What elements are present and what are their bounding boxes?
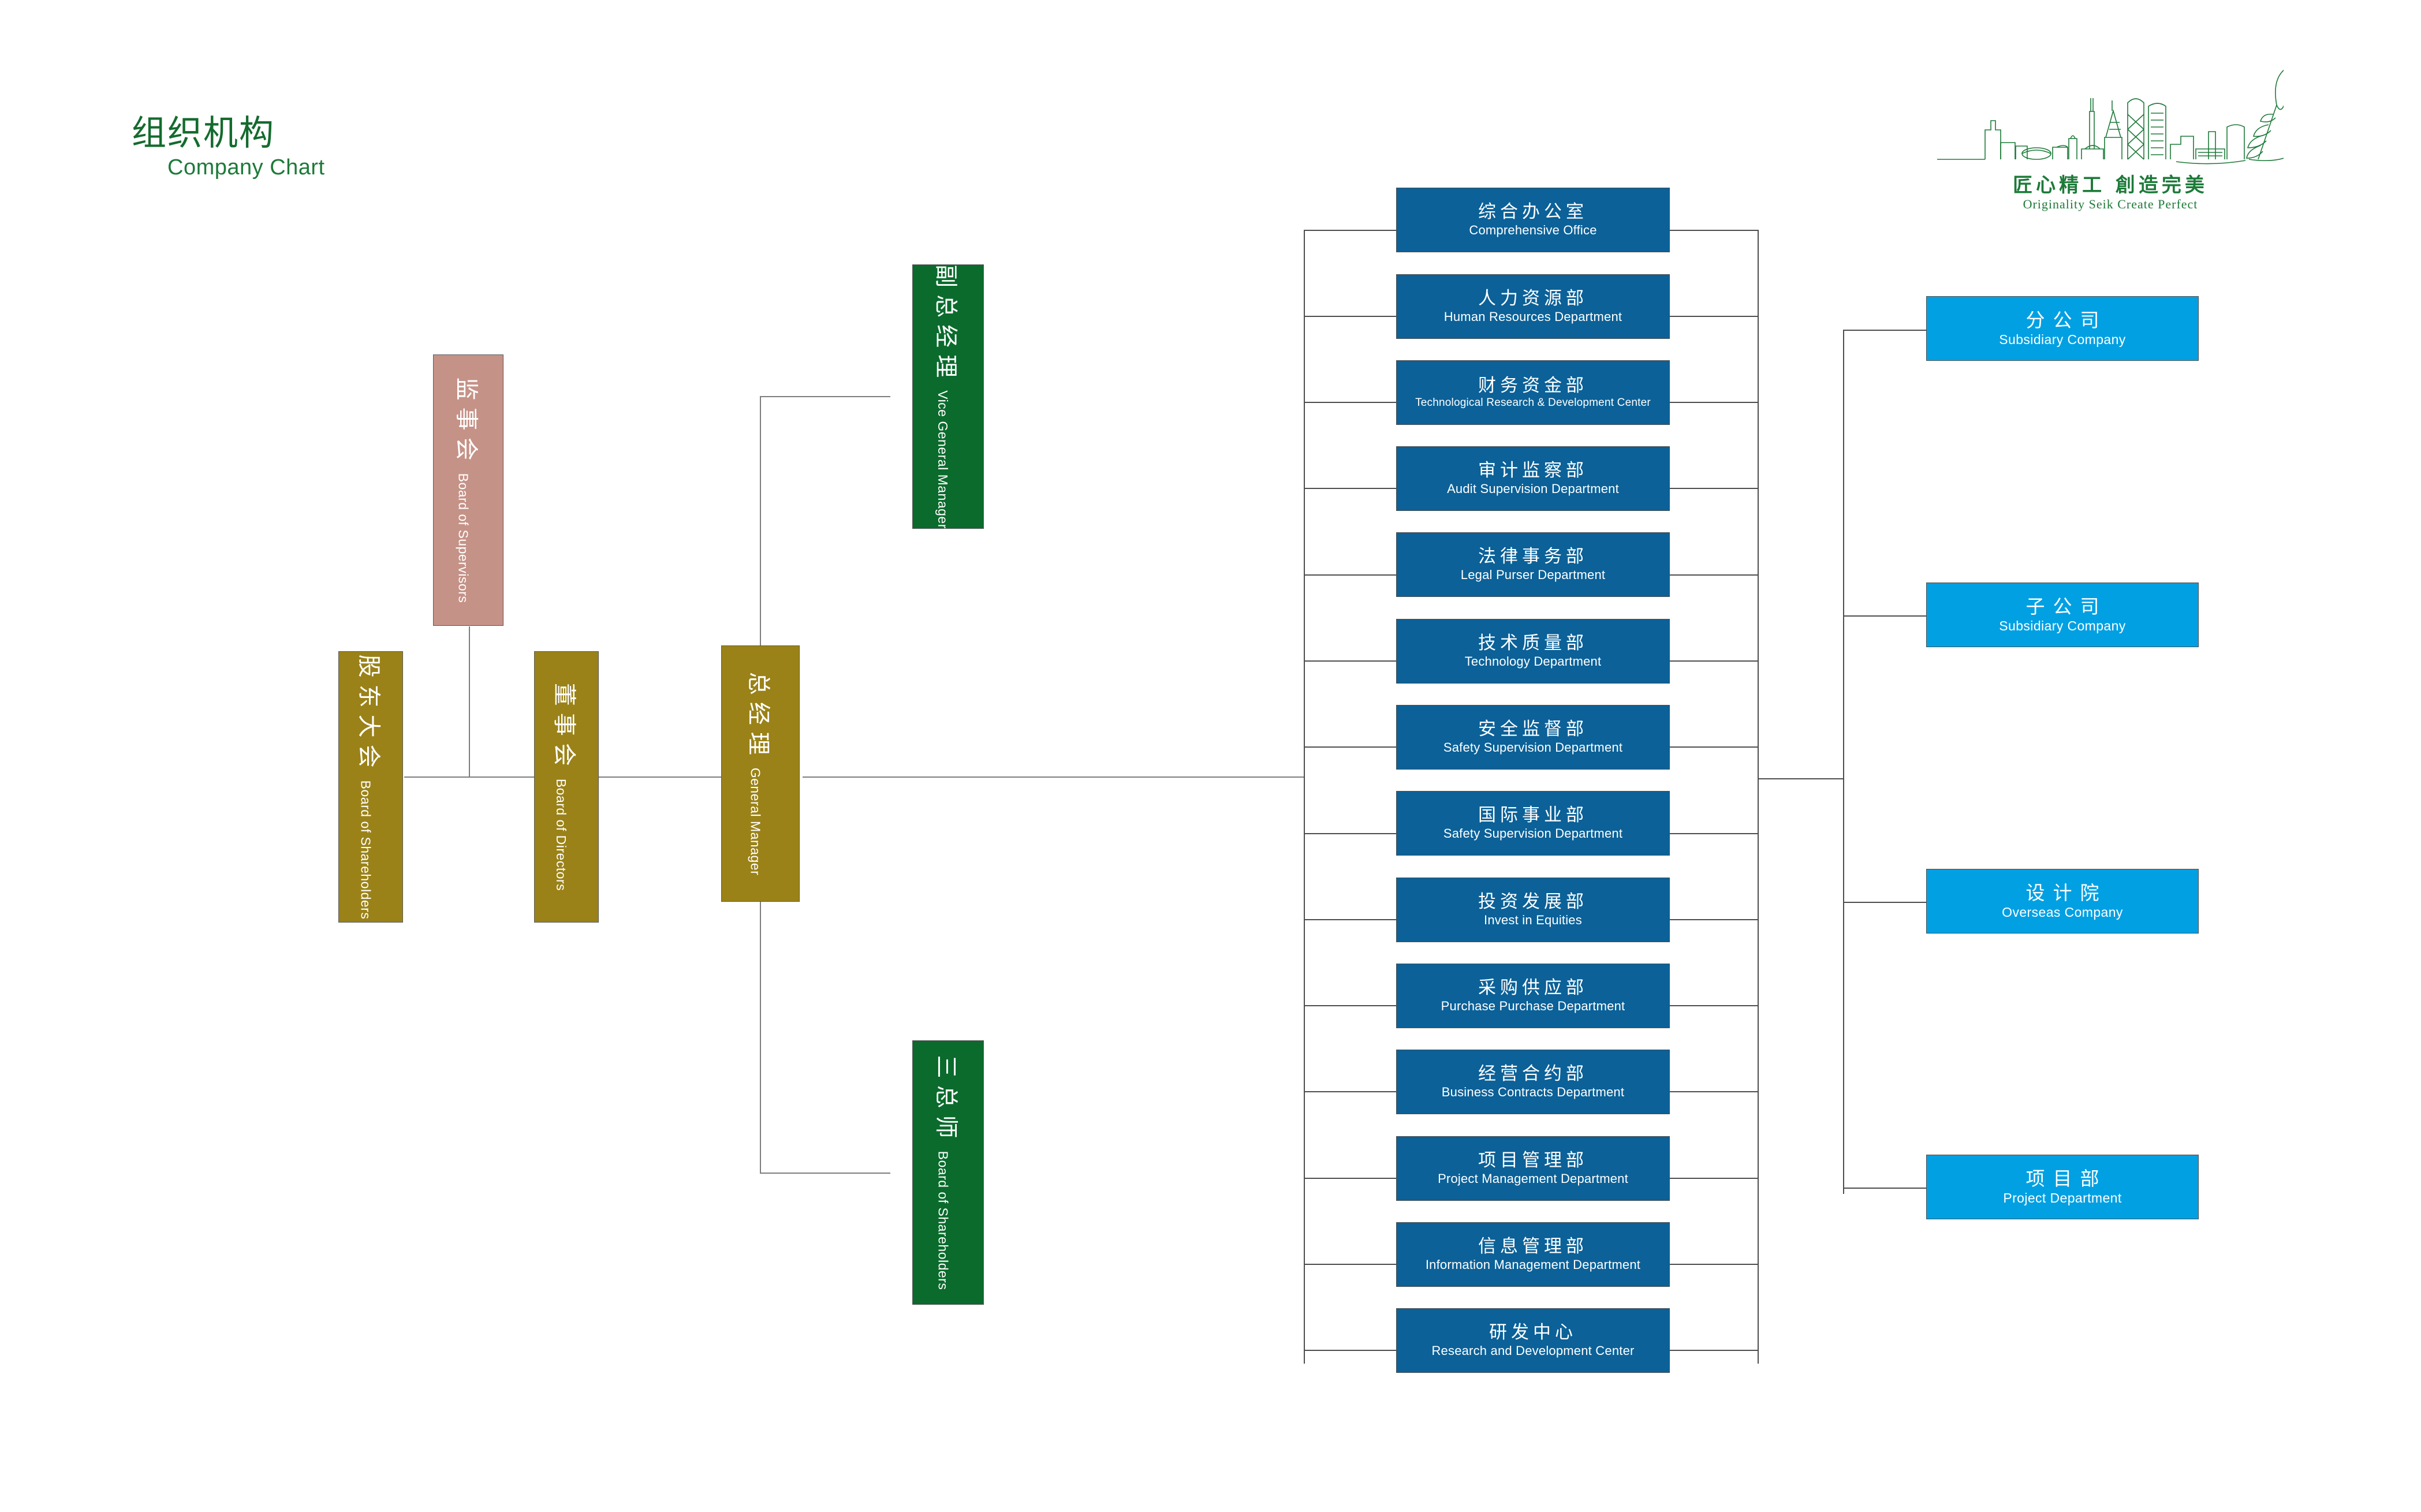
node-department[interactable]: 国际事业部 Safety Supervision Department <box>1396 791 1670 856</box>
dept-label-cn: 采购供应部 <box>1478 977 1588 999</box>
node-subsidiary-company-fen[interactable]: 分公司 Subsidiary Company <box>1926 296 2199 361</box>
node-department[interactable]: 人力资源部 Human Resources Department <box>1396 274 1670 339</box>
connector-to-company <box>1843 330 1926 331</box>
page-title: 组织机构 Company Chart <box>132 115 325 180</box>
node-department[interactable]: 综合办公室 Comprehensive Office <box>1396 188 1670 252</box>
dept-label-en: Information Management Department <box>1425 1257 1641 1272</box>
dept-label-cn: 经营合约部 <box>1478 1063 1588 1085</box>
connector-to-vice-gm <box>760 396 890 397</box>
node-design-institute[interactable]: 设计院 Overseas Company <box>1926 869 2199 934</box>
connector-dept-left-spine <box>1304 230 1305 1364</box>
dept-label-cn: 法律事务部 <box>1478 546 1588 568</box>
node-general-manager[interactable]: 总经理 General Manager <box>721 645 800 902</box>
logo-slogan-cn: 匠心精工 創造完美 <box>2013 174 2208 197</box>
dept-label-en: Human Resources Department <box>1443 309 1622 324</box>
node-label-en: Board of Shareholders <box>358 780 373 920</box>
node-department[interactable]: 经营合约部 Business Contracts Department <box>1396 1050 1670 1114</box>
connector-to-company <box>1843 902 1926 903</box>
page-title-en: Company Chart <box>167 155 325 180</box>
dept-label-cn: 技术质量部 <box>1478 633 1588 654</box>
node-department[interactable]: 项目管理部 Project Management Department <box>1396 1136 1670 1201</box>
dept-label-cn: 综合办公室 <box>1478 201 1588 223</box>
node-subsidiary-company-zi[interactable]: 子公司 Subsidiary Company <box>1926 583 2199 647</box>
dept-label-cn: 信息管理部 <box>1478 1236 1588 1257</box>
connector-supervisors-drop <box>469 626 470 778</box>
node-department[interactable]: 法律事务部 Legal Purser Department <box>1396 532 1670 597</box>
dept-label-cn: 安全监督部 <box>1478 719 1588 740</box>
node-label-cn: 副总经理 <box>932 264 959 385</box>
dept-label-cn: 研发中心 <box>1489 1322 1577 1343</box>
node-department[interactable]: 投资发展部 Invest in Equities <box>1396 878 1670 942</box>
node-department[interactable]: 采购供应部 Purchase Purchase Department <box>1396 964 1670 1028</box>
node-chief-engineers[interactable]: 三总师 Board of Shareholders <box>912 1040 984 1305</box>
dept-label-en: Audit Supervision Department <box>1447 481 1619 496</box>
logo-slogan-en: Originality Seik Create Perfect <box>2023 197 2198 211</box>
page-title-cn: 组织机构 <box>132 113 275 154</box>
node-label-en: General Manager <box>748 767 763 876</box>
connector-to-chief-engineers <box>760 1173 890 1174</box>
company-label-en: Subsidiary Company <box>1999 331 2126 347</box>
company-label-en: Overseas Company <box>2002 904 2123 920</box>
dept-label-cn: 财务资金部 <box>1478 375 1588 397</box>
company-label-en: Project Department <box>2003 1190 2122 1205</box>
dept-label-en: Safety Supervision Department <box>1443 826 1623 841</box>
dept-label-en: Research and Development Center <box>1431 1343 1635 1358</box>
node-label-en: Board of Supervisors <box>456 473 471 603</box>
node-label-cn: 董事会 <box>551 682 578 773</box>
dept-label-en: Technological Research & Development Cen… <box>1415 396 1651 409</box>
connector-company-spine <box>1843 330 1844 1194</box>
node-project-department[interactable]: 项目部 Project Department <box>1926 1155 2199 1219</box>
company-label-cn: 子公司 <box>2025 595 2107 618</box>
node-department[interactable]: 财务资金部 Technological Research & Developme… <box>1396 360 1670 425</box>
dept-label-en: Purchase Purchase Department <box>1441 999 1625 1014</box>
dept-label-en: Technology Department <box>1464 654 1602 669</box>
dept-label-cn: 国际事业部 <box>1478 805 1588 826</box>
dept-label-cn: 人力资源部 <box>1478 288 1588 309</box>
node-department[interactable]: 信息管理部 Information Management Department <box>1396 1222 1670 1287</box>
dept-label-en: Safety Supervision Department <box>1443 740 1623 755</box>
dept-label-en: Comprehensive Office <box>1469 223 1597 238</box>
connector-to-company <box>1843 615 1926 617</box>
node-board-of-supervisors[interactable]: 监事会 Board of Supervisors <box>433 354 503 626</box>
node-label-cn: 总经理 <box>745 671 771 762</box>
company-label-cn: 分公司 <box>2025 308 2107 331</box>
node-label-cn: 三总师 <box>932 1055 959 1145</box>
dept-label-cn: 项目管理部 <box>1478 1150 1588 1171</box>
connector-gm-to-departments <box>803 776 1305 778</box>
skyline-feather-icon <box>1937 69 2284 165</box>
node-department[interactable]: 研发中心 Research and Development Center <box>1396 1308 1670 1373</box>
node-label-en: Board of Shareholders <box>935 1151 950 1290</box>
dept-label-en: Invest in Equities <box>1484 913 1582 928</box>
connector-to-company-spine <box>1758 778 1844 779</box>
dept-label-cn: 投资发展部 <box>1478 891 1588 913</box>
node-department[interactable]: 安全监督部 Safety Supervision Department <box>1396 705 1670 770</box>
node-board-of-shareholders[interactable]: 股东大会 Board of Shareholders <box>338 651 403 923</box>
node-label-en: Vice General Manager <box>935 390 950 529</box>
dept-label-en: Business Contracts Department <box>1441 1085 1625 1100</box>
dept-label-cn: 审计监察部 <box>1478 460 1588 481</box>
company-label-en: Subsidiary Company <box>1999 618 2126 633</box>
node-department[interactable]: 技术质量部 Technology Department <box>1396 619 1670 684</box>
node-board-of-directors[interactable]: 董事会 Board of Directors <box>534 651 599 923</box>
node-label-cn: 监事会 <box>453 377 479 468</box>
dept-label-en: Project Management Department <box>1438 1171 1628 1186</box>
company-label-cn: 设计院 <box>2025 881 2107 904</box>
company-logo: 匠心精工 創造完美 Originality Seik Create Perfec… <box>1937 62 2284 230</box>
node-label-en: Board of Directors <box>554 778 569 891</box>
node-department[interactable]: 审计监察部 Audit Supervision Department <box>1396 446 1670 511</box>
dept-label-en: Legal Purser Department <box>1460 568 1606 583</box>
node-vice-general-manager[interactable]: 副总经理 Vice General Manager <box>912 264 984 529</box>
node-label-cn: 股东大会 <box>355 654 382 775</box>
company-label-cn: 项目部 <box>2025 1167 2107 1190</box>
connector-to-company <box>1843 1188 1926 1189</box>
connector-dept-right-spine <box>1758 230 1759 1364</box>
